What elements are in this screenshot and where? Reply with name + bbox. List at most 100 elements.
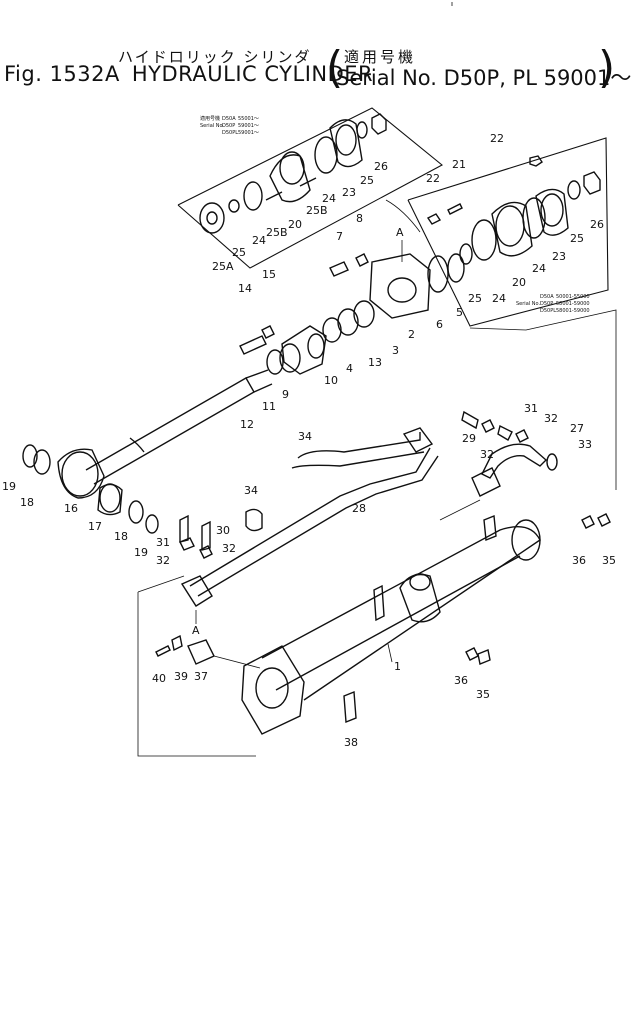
callout-25B-a: 25B	[266, 226, 288, 239]
lower-inset-serial-table: D50A 50001-55000 Serial No. D50P 58001-5…	[516, 294, 590, 314]
rod-end-eye-16	[57, 448, 105, 499]
washer-32-left-b	[199, 545, 213, 559]
callout-26-lower: 26	[590, 218, 604, 231]
o-ring-11	[279, 343, 301, 373]
piston-20-upper	[269, 154, 311, 203]
o-ring-6	[427, 255, 449, 293]
snap-ring-19-right	[145, 514, 159, 534]
lower-inset-row-2-model: D50P	[540, 301, 553, 307]
callout-14: 14	[238, 282, 252, 295]
seal-ring-24-upper-left	[243, 181, 263, 211]
serial-number: Serial No. D50P, PL 59001～	[336, 66, 632, 90]
figure-number: Fig. 1532A	[4, 62, 120, 86]
callout-6: 6	[436, 318, 443, 331]
washer-25-lower-left	[459, 243, 473, 265]
title-japanese: ハイドロリック シリンダ	[118, 48, 312, 66]
callout-13: 13	[368, 356, 382, 369]
bolt-21	[447, 203, 463, 215]
piston-20-lower	[491, 201, 533, 257]
plug-22-lower	[529, 155, 543, 167]
fitting-block-lower	[180, 575, 213, 607]
piston-nut-23-lower-face	[540, 193, 564, 227]
bolt-38	[343, 690, 357, 724]
wear-ring-25A-bore	[206, 211, 218, 225]
snap-ring-10	[307, 333, 325, 359]
piston-rod	[85, 377, 255, 485]
assembly-frame-right-top	[469, 327, 527, 331]
dust-seal-3	[353, 300, 375, 328]
cylinder-tube-1-underside	[275, 555, 521, 691]
snap-ring-18-left	[33, 449, 51, 475]
bottom-flange-bore	[255, 667, 289, 709]
lower-inset-row-1-range: 50001-55000	[556, 294, 590, 300]
nut-36-upper	[581, 515, 595, 529]
view-marker-A-lower: A	[192, 624, 200, 637]
bushing-17-face	[99, 483, 121, 513]
plug-22-upper	[426, 213, 442, 225]
callout-26-upper: 26	[374, 160, 388, 173]
head-cover-2	[369, 253, 431, 319]
callout-36-lower: 36	[454, 674, 468, 687]
lower-inset-row-2-range: 58001-59000	[556, 301, 590, 307]
elbow-upper	[402, 427, 434, 453]
upper-inset-row-1-label: 適用号機	[200, 115, 220, 122]
callout-20-upper: 20	[288, 218, 302, 231]
callout-35-upper: 35	[602, 554, 616, 567]
rod-end-eye-16-bore	[61, 451, 99, 497]
callout-36-upper: 36	[572, 554, 586, 567]
callout-25-d: 25	[570, 232, 584, 245]
callout-30: 30	[216, 524, 230, 537]
callout-31-right: 31	[524, 402, 538, 415]
callout-19-left: 19	[2, 480, 16, 493]
nut-26-lower	[583, 171, 601, 195]
trunnion-1-top	[409, 573, 431, 591]
piston-nut-23-upper-face	[335, 124, 357, 156]
serial-close-paren: )	[598, 42, 616, 93]
callout-29: 29	[462, 432, 476, 445]
callout-35-lower: 35	[476, 688, 490, 701]
clamp-34-lower	[245, 508, 263, 532]
snap-ring-18-right	[128, 500, 144, 524]
callout-18-right: 18	[114, 530, 128, 543]
callout-21: 21	[452, 158, 466, 171]
bolt-14	[239, 335, 267, 355]
callout-32-d: 32	[544, 412, 558, 425]
callout-25A: 25A	[212, 260, 234, 273]
tube-34-upper-2	[291, 451, 425, 469]
assembly-frame-left-top	[137, 575, 185, 593]
lower-inset-row-3-model: D50PL	[540, 308, 556, 314]
callout-10: 10	[324, 374, 338, 387]
upper-inset-border	[177, 107, 443, 269]
bottom-flange	[241, 645, 305, 735]
bolt-25B-upper-2	[299, 177, 317, 187]
nut-35-lower	[477, 649, 491, 665]
callout-25-a: 25	[232, 246, 246, 259]
upper-inset-row-2-range: 59001～	[238, 123, 259, 129]
callout-25B-b: 25B	[306, 204, 328, 217]
serial-japanese: 適用号機	[344, 48, 417, 66]
washer-32-right	[515, 429, 529, 443]
callout-34-upper: 34	[298, 430, 312, 443]
bracket-tube	[373, 584, 385, 622]
clamp-37-lead	[213, 655, 261, 669]
callout-25-b: 25	[360, 174, 374, 187]
piston-rod-thread-2	[253, 383, 273, 393]
piston-rod-break	[129, 437, 145, 453]
callout-18-left: 18	[20, 496, 34, 509]
tube-34-upper	[297, 432, 421, 459]
washer-25-upper-right	[356, 121, 368, 139]
lower-inset-row-3-range: 58001-59000	[556, 308, 590, 314]
callout-12: 12	[240, 418, 254, 431]
bolt-31-left	[179, 514, 189, 543]
clamp-37	[187, 639, 215, 665]
callout-24-b: 24	[322, 192, 336, 205]
callout-8: 8	[356, 212, 363, 225]
piston-rod-thread	[245, 369, 269, 379]
flange-27	[471, 467, 501, 497]
callout-40: 40	[152, 672, 166, 685]
wear-ring-25A	[199, 202, 225, 234]
callout-33: 33	[578, 438, 592, 451]
upper-inset-row-2-label: Serial No.	[200, 123, 224, 129]
bolt-25B-upper	[265, 191, 283, 201]
